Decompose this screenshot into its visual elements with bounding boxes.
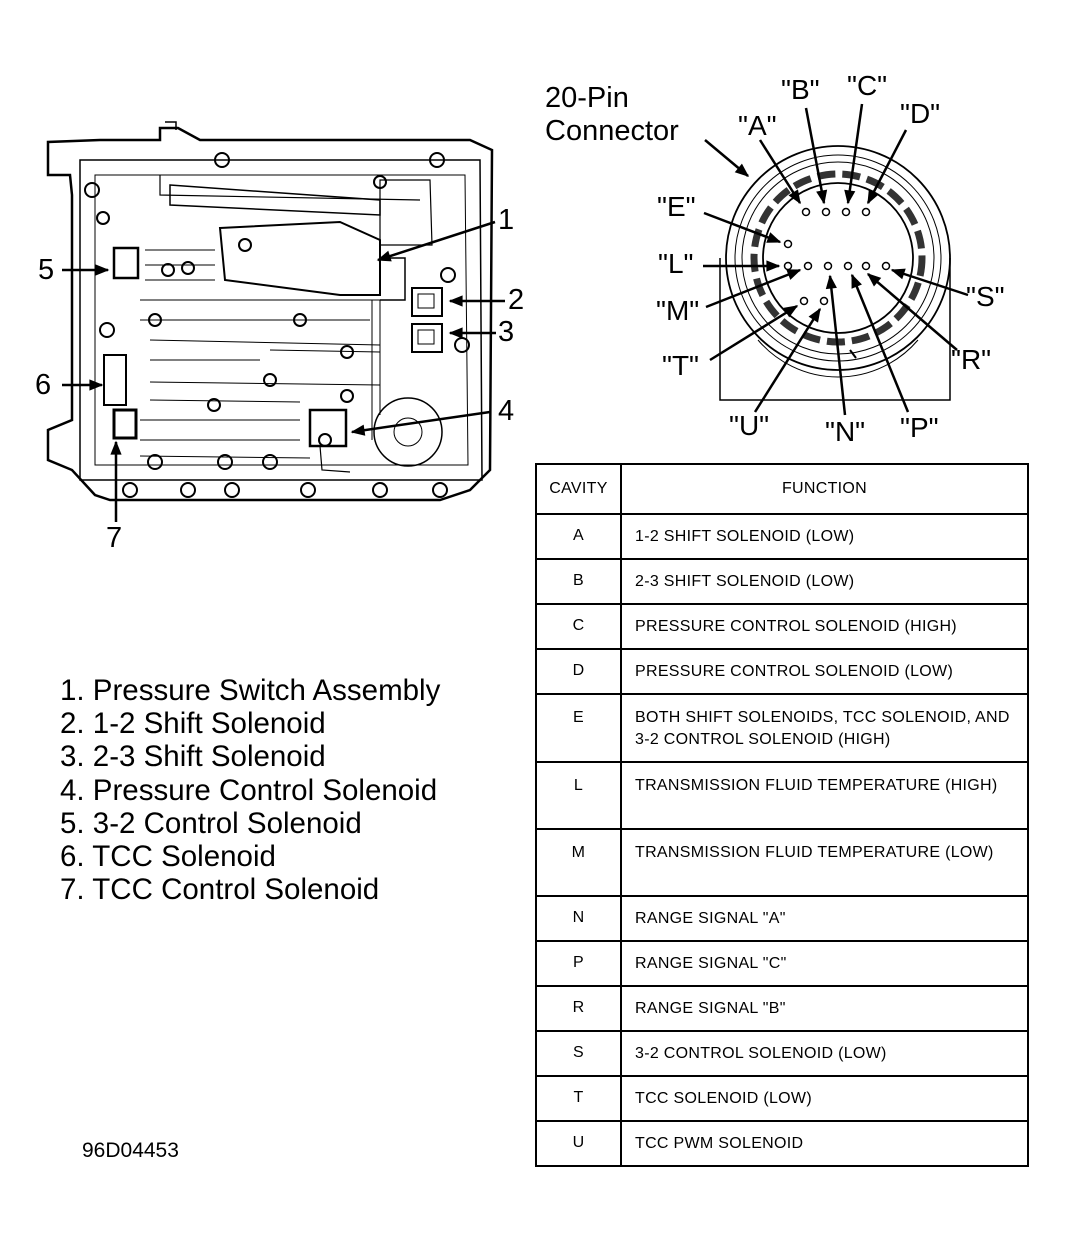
table-row: C PRESSURE CONTROL SOLENOID (HIGH) xyxy=(535,603,1029,650)
connector-title-line2: Connector xyxy=(545,115,679,147)
cavity-cell: P xyxy=(535,940,622,987)
valve-body-drawing xyxy=(46,121,494,502)
cavity-cell: E xyxy=(535,693,622,763)
legend-item: 3. 2-3 Shift Solenoid xyxy=(60,740,326,774)
function-cell: 1-2 SHIFT SOLENOID (LOW) xyxy=(620,513,1029,560)
pin-label-b: "B" xyxy=(781,74,820,105)
figure-id: 96D04453 xyxy=(82,1139,179,1162)
connector-title-line1: 20-Pin xyxy=(545,82,629,114)
table-row: E BOTH SHIFT SOLENOIDS, TCC SOLENOID, AN… xyxy=(535,693,1029,763)
function-cell: TCC PWM SOLENOID xyxy=(620,1120,1029,1167)
callout-6: 6 xyxy=(35,369,52,401)
pin-label-t: "T" xyxy=(662,350,699,381)
callout-3: 3 xyxy=(498,316,515,348)
cavity-cell: B xyxy=(535,558,622,605)
cavity-cell: R xyxy=(535,985,622,1032)
table-row: T TCC SOLENOID (LOW) xyxy=(535,1075,1029,1122)
function-cell: PRESSURE CONTROL SOLENOID (LOW) xyxy=(620,648,1029,695)
legend-item: 4. Pressure Control Solenoid xyxy=(60,773,438,807)
table-row: A 1-2 SHIFT SOLENOID (LOW) xyxy=(535,513,1029,560)
function-cell: TCC SOLENOID (LOW) xyxy=(620,1075,1029,1122)
pin-label-e: "E" xyxy=(657,191,696,222)
pin-label-p: "P" xyxy=(900,412,939,443)
table-header-row: CAVITY FUNCTION xyxy=(535,463,1029,515)
cavity-function-table: CAVITY FUNCTION A 1-2 SHIFT SOLENOID (LO… xyxy=(535,463,1029,1167)
function-cell: 2-3 SHIFT SOLENOID (LOW) xyxy=(620,558,1029,605)
cavity-cell: L xyxy=(535,761,622,830)
callout-5: 5 xyxy=(38,254,55,286)
cavity-cell: S xyxy=(535,1030,622,1077)
cavity-cell: N xyxy=(535,895,622,942)
table-row: N RANGE SIGNAL "A" xyxy=(535,895,1029,942)
function-cell: RANGE SIGNAL "C" xyxy=(620,940,1029,987)
pin-label-d: "D" xyxy=(900,98,941,129)
connector-title: 20-Pin Connector xyxy=(545,82,679,148)
cavity-column-header: CAVITY xyxy=(535,463,622,515)
callout-4: 4 xyxy=(498,395,515,427)
function-cell: RANGE SIGNAL "A" xyxy=(620,895,1029,942)
cavity-cell: M xyxy=(535,828,622,897)
cavity-cell: T xyxy=(535,1075,622,1122)
pin-label-n: "N" xyxy=(825,416,866,447)
legend-item: 1. Pressure Switch Assembly xyxy=(60,674,441,707)
cavity-cell: U xyxy=(535,1120,622,1167)
table-row: L TRANSMISSION FLUID TEMPERATURE (HIGH) xyxy=(535,761,1029,830)
component-legend: 1. Pressure Switch Assembly 2. 1-2 Shift… xyxy=(60,674,440,906)
pin-label-l: "L" xyxy=(658,248,694,279)
pin-label-u: "U" xyxy=(729,410,770,441)
function-cell: 3-2 CONTROL SOLENOID (LOW) xyxy=(620,1030,1029,1077)
table-row: S 3-2 CONTROL SOLENOID (LOW) xyxy=(535,1030,1029,1077)
table-row: D PRESSURE CONTROL SOLENOID (LOW) xyxy=(535,648,1029,695)
cavity-cell: A xyxy=(535,513,622,560)
pin-label-a: "A" xyxy=(738,110,777,141)
function-cell: PRESSURE CONTROL SOLENOID (HIGH) xyxy=(620,603,1029,650)
table-row: R RANGE SIGNAL "B" xyxy=(535,985,1029,1032)
pin-label-c: "C" xyxy=(847,70,888,101)
connector-pin-arrows xyxy=(703,103,969,416)
cavity-cell: C xyxy=(535,603,622,650)
function-cell: TRANSMISSION FLUID TEMPERATURE (LOW) xyxy=(620,828,1029,897)
table-row: M TRANSMISSION FLUID TEMPERATURE (LOW) xyxy=(535,828,1029,897)
table-row: P RANGE SIGNAL "C" xyxy=(535,940,1029,987)
legend-item: 2. 1-2 Shift Solenoid xyxy=(60,707,326,741)
callout-1: 1 xyxy=(498,204,515,236)
function-column-header: FUNCTION xyxy=(620,463,1029,515)
legend-item: 5. 3-2 Control Solenoid xyxy=(60,806,362,840)
callout-7: 7 xyxy=(106,522,123,554)
table-row: B 2-3 SHIFT SOLENOID (LOW) xyxy=(535,558,1029,605)
connector-drawing xyxy=(719,145,951,401)
pin-label-s: "S" xyxy=(966,281,1005,312)
function-cell: BOTH SHIFT SOLENOIDS, TCC SOLENOID, AND … xyxy=(620,693,1029,763)
cavity-cell: D xyxy=(535,648,622,695)
legend-item: 6. TCC Solenoid xyxy=(60,839,276,873)
pin-label-m: "M" xyxy=(656,295,700,326)
legend-item: 7. TCC Control Solenoid xyxy=(60,873,380,907)
valve-body-callout-arrows xyxy=(62,220,505,522)
pin-label-r: "R" xyxy=(951,344,992,375)
table-row: U TCC PWM SOLENOID xyxy=(535,1120,1029,1167)
callout-2: 2 xyxy=(508,284,525,316)
function-cell: TRANSMISSION FLUID TEMPERATURE (HIGH) xyxy=(620,761,1029,830)
function-cell: RANGE SIGNAL "B" xyxy=(620,985,1029,1032)
